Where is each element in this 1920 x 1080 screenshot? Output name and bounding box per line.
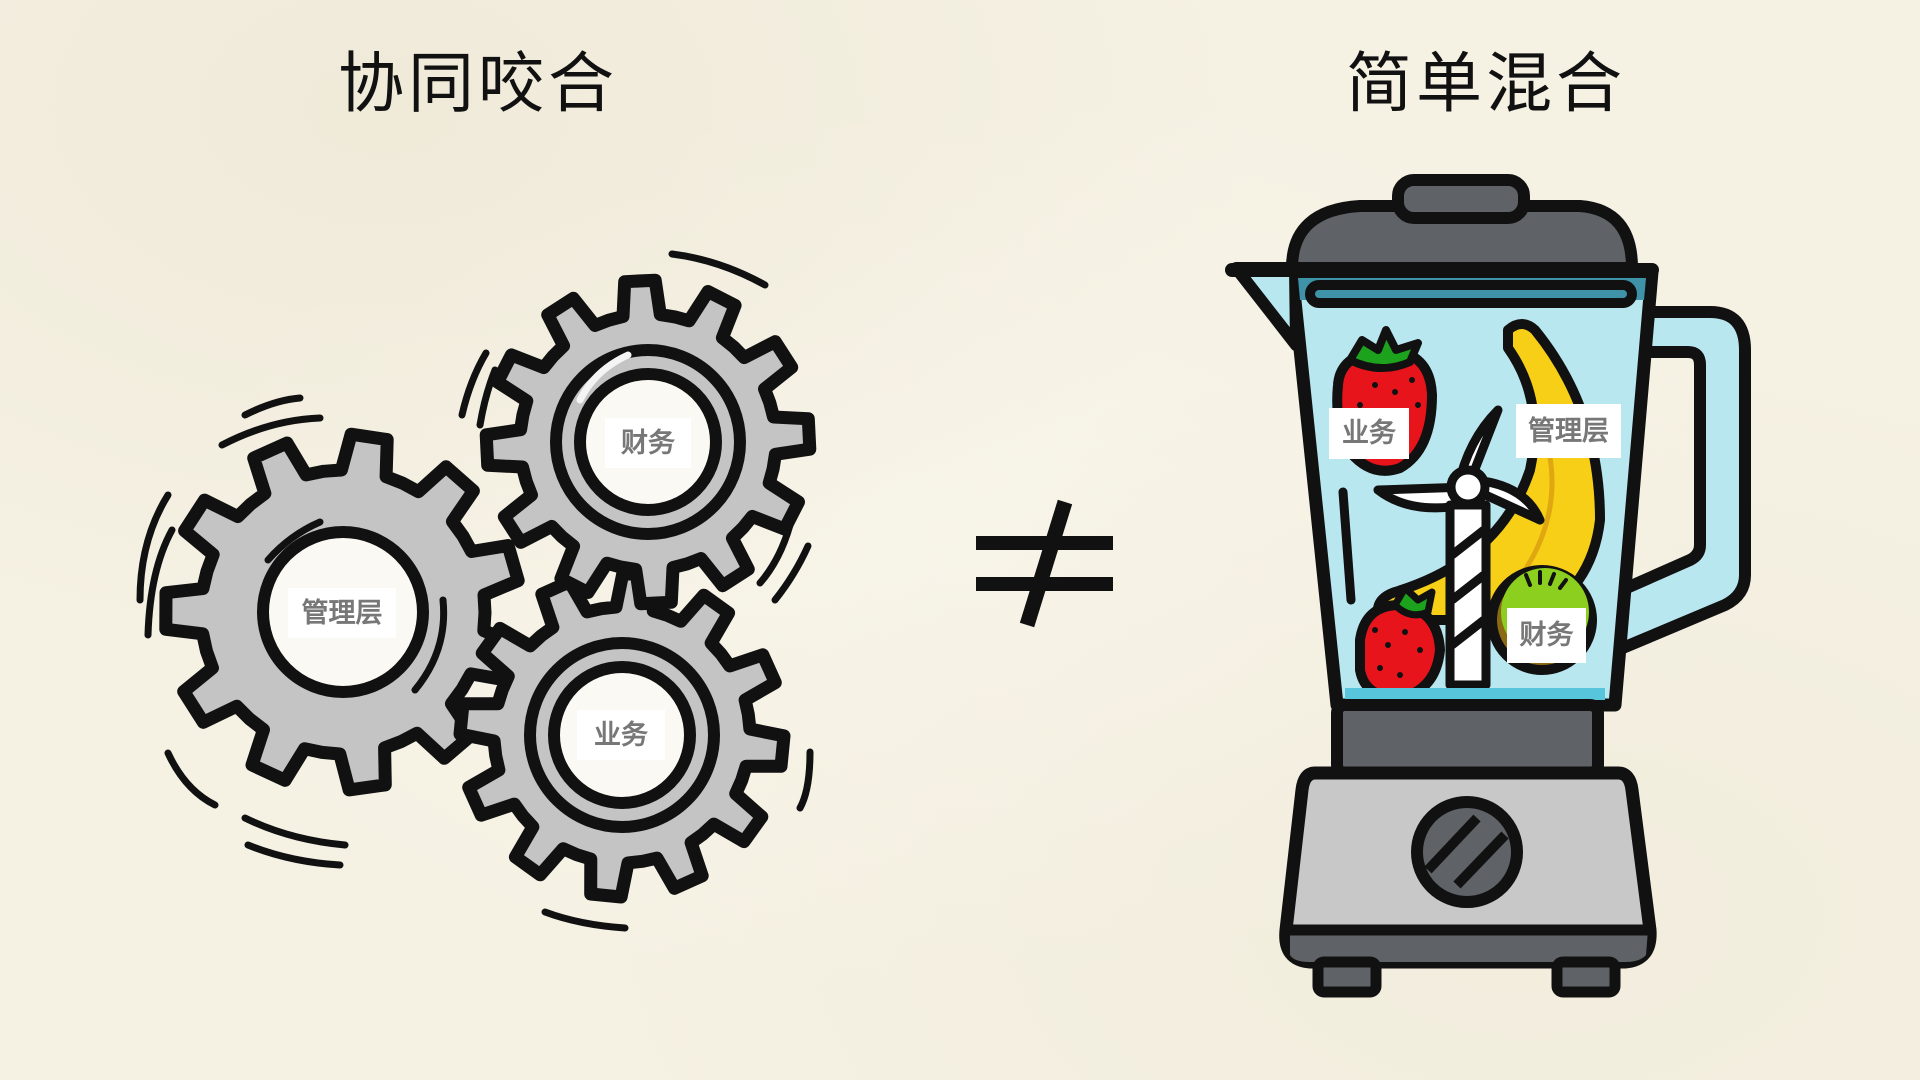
title-synergy: 协同咬合 <box>338 45 618 122</box>
banana-label-management: 管理层 <box>1516 404 1621 458</box>
blender-lid-knob <box>1392 174 1530 224</box>
blender-blade <box>1373 405 1545 690</box>
blender-foot-left <box>1312 956 1382 998</box>
strawberry-icon-bottom <box>1355 584 1445 703</box>
blender-lid <box>1286 200 1638 274</box>
motion-lines <box>136 250 814 932</box>
kiwi-label-finance: 财务 <box>1507 608 1586 663</box>
title-simple-mix: 简单混合 <box>1346 45 1626 122</box>
blender-illustration <box>1225 174 1751 998</box>
blender-collar <box>1331 699 1604 779</box>
strawberry-label-business: 业务 <box>1329 408 1409 459</box>
gear-label-finance: 财务 <box>605 418 691 468</box>
not-equal-icon <box>976 499 1113 628</box>
gear-label-management: 管理层 <box>288 588 396 638</box>
blender-speed-knob <box>1411 796 1523 908</box>
gear-label-business: 业务 <box>577 710 665 760</box>
blender-foot-right <box>1551 956 1621 998</box>
blender-spout <box>1230 262 1302 351</box>
